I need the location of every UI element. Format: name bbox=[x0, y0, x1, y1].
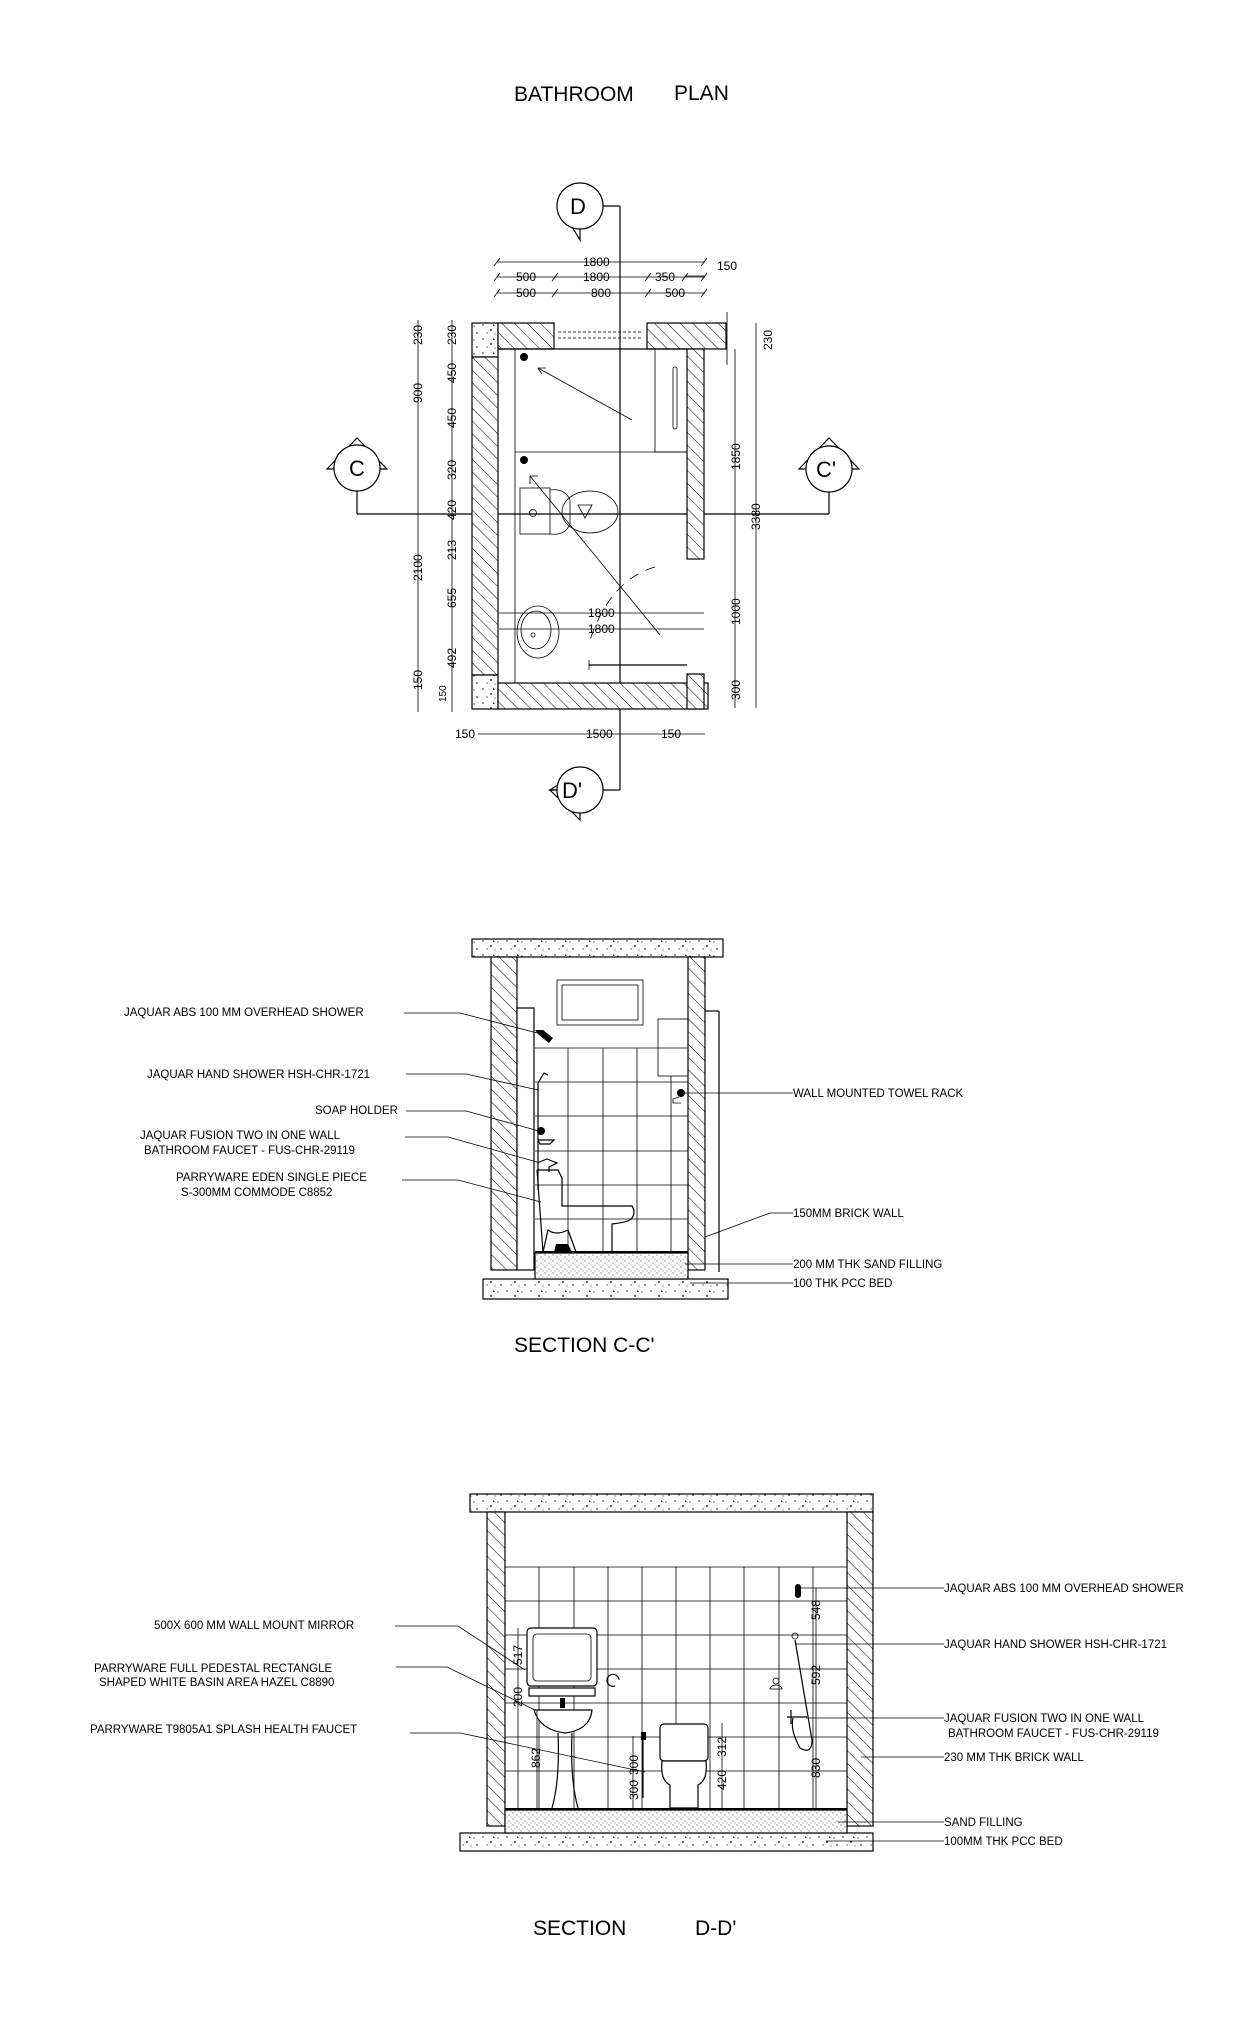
svg-text:900: 900 bbox=[411, 383, 425, 403]
svg-text:S-300MM COMMODE C8852: S-300MM COMMODE C8852 bbox=[181, 1187, 332, 1199]
svg-text:3380: 3380 bbox=[749, 503, 763, 530]
svg-text:2100: 2100 bbox=[411, 554, 425, 581]
svg-text:1800: 1800 bbox=[583, 270, 610, 284]
svg-text:1500: 1500 bbox=[586, 727, 613, 741]
cc-commode bbox=[536, 1169, 635, 1253]
section-cc-title: SECTION C-C' bbox=[514, 1334, 655, 1357]
svg-text:150: 150 bbox=[411, 670, 425, 690]
svg-text:1000: 1000 bbox=[729, 598, 743, 625]
dd-mirror bbox=[526, 1627, 598, 1697]
svg-text:450: 450 bbox=[445, 363, 459, 383]
svg-text:SOAP HOLDER: SOAP HOLDER bbox=[315, 1105, 398, 1117]
plan-top-dimensions: 1800 150 500 1800 350 500 800 500 bbox=[493, 255, 737, 300]
svg-text:150: 150 bbox=[455, 727, 475, 741]
svg-text:300: 300 bbox=[729, 680, 743, 700]
svg-text:JAQUAR ABS 100 MM OVERHEAD SHO: JAQUAR ABS 100 MM OVERHEAD SHOWER bbox=[944, 1583, 1184, 1595]
dd-right-labels: JAQUAR ABS 100 MM OVERHEAD SHOWER JAQUAR… bbox=[796, 1583, 1184, 1848]
plan-title-bathroom: BATHROOM bbox=[514, 83, 634, 106]
dd-basin bbox=[533, 1698, 593, 1809]
svg-text:JAQUAR ABS 100 MM OVERHEAD SHO: JAQUAR ABS 100 MM OVERHEAD SHOWER bbox=[124, 1007, 364, 1019]
cc-left-labels: JAQUAR ABS 100 MM OVERHEAD SHOWER JAQUAR… bbox=[124, 1007, 546, 1203]
cc-right-labels: WALL MOUNTED TOWEL RACK 150MM BRICK WALL… bbox=[685, 1088, 964, 1290]
svg-text:JAQUAR HAND SHOWER HSH-CHR-172: JAQUAR HAND SHOWER HSH-CHR-1721 bbox=[944, 1639, 1167, 1651]
section-marker-d-prime[interactable]: D' bbox=[548, 766, 604, 822]
plan-title-plan: PLAN bbox=[674, 82, 729, 105]
svg-text:JAQUAR FUSION TWO IN ONE WALL: JAQUAR FUSION TWO IN ONE WALL bbox=[944, 1713, 1145, 1725]
svg-text:PARRYWARE EDEN SINGLE PIECE: PARRYWARE EDEN SINGLE PIECE bbox=[176, 1172, 367, 1184]
cc-wall-tiles bbox=[535, 1047, 688, 1252]
section-marker-d[interactable]: D bbox=[556, 182, 604, 243]
svg-text:SAND FILLING: SAND FILLING bbox=[944, 1817, 1023, 1829]
svg-text:500: 500 bbox=[665, 286, 685, 300]
svg-text:517: 517 bbox=[511, 1645, 525, 1665]
svg-text:500: 500 bbox=[516, 286, 536, 300]
section-marker-c-prime[interactable]: C' bbox=[797, 437, 861, 493]
svg-text:100MM THK PCC BED: 100MM THK PCC BED bbox=[944, 1836, 1063, 1848]
svg-text:213: 213 bbox=[445, 540, 459, 560]
plan-right-dimensions: 1850 1000 300 3380 230 bbox=[726, 312, 775, 708]
svg-text:230: 230 bbox=[761, 330, 775, 350]
svg-text:830: 830 bbox=[809, 1758, 823, 1778]
svg-text:SHAPED WHITE BASIN AREA HAZEL: SHAPED WHITE BASIN AREA HAZEL C8890 bbox=[99, 1677, 334, 1689]
plan-wash-basin bbox=[516, 605, 560, 659]
svg-text:200 MM THK SAND FILLING: 200 MM THK SAND FILLING bbox=[793, 1259, 942, 1271]
svg-text:PARRYWARE FULL PEDESTAL RECTAN: PARRYWARE FULL PEDESTAL RECTANGLE bbox=[94, 1663, 332, 1675]
svg-text:C: C bbox=[349, 456, 365, 481]
svg-text:100 THK PCC BED: 100 THK PCC BED bbox=[793, 1278, 893, 1290]
plan-left-inner-dimensions: 230 450 450 320 420 213 655 492 150 bbox=[438, 320, 459, 712]
svg-text:800: 800 bbox=[591, 286, 611, 300]
plan-commode bbox=[519, 487, 619, 535]
svg-text:150: 150 bbox=[717, 259, 737, 273]
svg-text:JAQUAR HAND SHOWER HSH-CHR-172: JAQUAR HAND SHOWER HSH-CHR-1721 bbox=[147, 1069, 370, 1081]
svg-text:420: 420 bbox=[445, 500, 459, 520]
svg-text:500X 600 MM WALL MOUNT MIRROR: 500X 600 MM WALL MOUNT MIRROR bbox=[154, 1620, 354, 1632]
svg-text:JAQUAR FUSION TWO IN ONE WALL: JAQUAR FUSION TWO IN ONE WALL bbox=[140, 1130, 341, 1142]
svg-text:350: 350 bbox=[655, 270, 675, 284]
svg-text:1800: 1800 bbox=[588, 606, 615, 620]
svg-text:1800: 1800 bbox=[588, 622, 615, 636]
svg-text:320: 320 bbox=[445, 460, 459, 480]
plan-left-outer-dimensions: 230 900 2100 150 bbox=[411, 320, 425, 712]
svg-text:230: 230 bbox=[411, 325, 425, 345]
svg-text:D: D bbox=[570, 194, 586, 219]
svg-text:548: 548 bbox=[809, 1600, 823, 1620]
section-dd-title-section: SECTION bbox=[533, 1917, 626, 1940]
bathroom-plan: BATHROOM PLAN D D' C C' bbox=[325, 82, 861, 822]
section-cc: JAQUAR ABS 100 MM OVERHEAD SHOWER JAQUAR… bbox=[124, 938, 964, 1357]
plan-bottom-dimensions: 150 1500 150 bbox=[455, 727, 705, 741]
svg-text:492: 492 bbox=[445, 648, 459, 668]
svg-text:230: 230 bbox=[445, 325, 459, 345]
svg-text:C': C' bbox=[816, 457, 836, 482]
dd-left-labels: 500X 600 MM WALL MOUNT MIRROR PARRYWARE … bbox=[90, 1620, 646, 1773]
svg-text:655: 655 bbox=[445, 588, 459, 608]
svg-text:230 MM THK BRICK WALL: 230 MM THK BRICK WALL bbox=[944, 1752, 1085, 1764]
section-dd: 517 200 862 300 300 312 420 548 592 830 … bbox=[90, 1493, 1184, 1940]
svg-text:300: 300 bbox=[627, 1780, 641, 1800]
svg-text:150MM BRICK WALL: 150MM BRICK WALL bbox=[793, 1208, 904, 1220]
svg-text:1850: 1850 bbox=[729, 443, 743, 470]
svg-text:BATHROOM FAUCET - FUS-CHR-2911: BATHROOM FAUCET - FUS-CHR-29119 bbox=[144, 1145, 355, 1157]
svg-text:150: 150 bbox=[438, 685, 449, 702]
svg-text:312: 312 bbox=[715, 1737, 729, 1757]
svg-text:500: 500 bbox=[516, 270, 536, 284]
svg-text:450: 450 bbox=[445, 408, 459, 428]
svg-text:592: 592 bbox=[809, 1665, 823, 1685]
dd-dimensions: 517 200 862 300 300 312 420 548 592 830 bbox=[511, 1588, 823, 1808]
svg-text:PARRYWARE T9805A1 SPLASH HEALT: PARRYWARE T9805A1 SPLASH HEALTH FAUCET bbox=[90, 1724, 357, 1736]
svg-text:420: 420 bbox=[715, 1770, 729, 1790]
section-dd-title-dd: D-D' bbox=[695, 1917, 736, 1940]
plan-interior-dimensions: 1800 1800 bbox=[499, 606, 704, 636]
svg-text:200: 200 bbox=[511, 1687, 525, 1707]
svg-text:BATHROOM FAUCET - FUS-CHR-2911: BATHROOM FAUCET - FUS-CHR-29119 bbox=[948, 1728, 1159, 1740]
svg-text:150: 150 bbox=[661, 727, 681, 741]
svg-text:D': D' bbox=[562, 778, 582, 803]
svg-text:1800: 1800 bbox=[583, 255, 610, 269]
section-marker-c[interactable]: C bbox=[325, 437, 389, 492]
dd-shower bbox=[769, 1584, 813, 1751]
svg-text:300: 300 bbox=[627, 1755, 641, 1775]
svg-text:862: 862 bbox=[529, 1748, 543, 1768]
dd-commode bbox=[659, 1723, 709, 1809]
svg-text:WALL MOUNTED TOWEL RACK: WALL MOUNTED TOWEL RACK bbox=[793, 1088, 964, 1100]
